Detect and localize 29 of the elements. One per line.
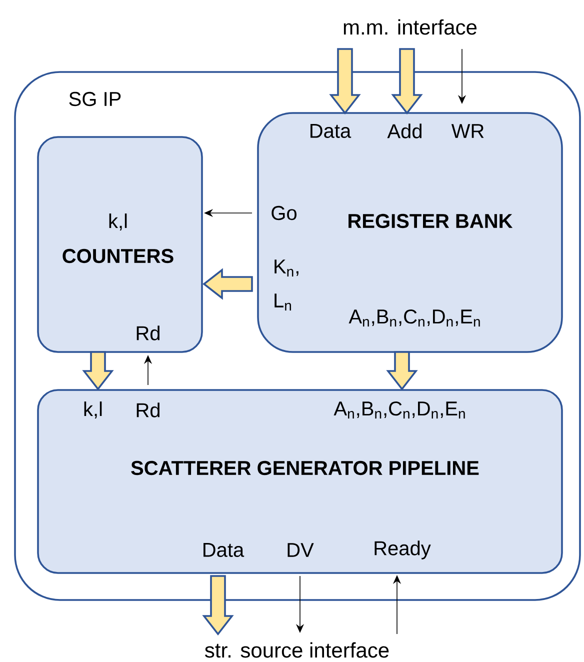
port-label: Data bbox=[204, 543, 244, 557]
interface-label: m.m. interface bbox=[344, 19, 477, 35]
port-label: Rd bbox=[136, 326, 160, 340]
box-title: SG IP bbox=[69, 92, 121, 106]
port-label: A$_{n}$,B$_{n}$,C$_{n}$,D$_{n}$,E$_{n}$ bbox=[348, 309, 480, 327]
block-arrow bbox=[391, 48, 423, 114]
block-arrow bbox=[202, 575, 234, 636]
block-title: COUNTERS bbox=[62, 248, 174, 264]
port-label: Go bbox=[272, 206, 296, 220]
block-arrow bbox=[386, 351, 418, 390]
port-label: Rd bbox=[136, 402, 160, 418]
block-arrow bbox=[202, 268, 253, 300]
port-label: Data bbox=[310, 124, 352, 138]
interface-label: str. source interface bbox=[204, 642, 389, 658]
block-title: SCATTERER GENERATOR PIPELINE bbox=[131, 460, 479, 476]
block-arrow bbox=[329, 48, 361, 114]
port-label: A$_{n}$,B$_{n}$,C$_{n}$,D$_{n}$,E$_{n}$ bbox=[334, 401, 465, 419]
block-box bbox=[37, 136, 203, 353]
port-label: k,l bbox=[84, 401, 102, 419]
port-label: Add bbox=[387, 124, 422, 138]
block-box bbox=[37, 389, 563, 574]
port-label: DV bbox=[288, 543, 314, 557]
block-title: REGISTER BANK bbox=[348, 214, 513, 228]
port-label: Ready bbox=[374, 540, 431, 560]
block-arrow bbox=[82, 351, 114, 390]
port-label: K$_{n}$, L$_{n}$ bbox=[274, 260, 298, 310]
port-label: k,l bbox=[109, 213, 127, 231]
block-box bbox=[257, 112, 563, 353]
port-label: WR bbox=[451, 124, 484, 138]
